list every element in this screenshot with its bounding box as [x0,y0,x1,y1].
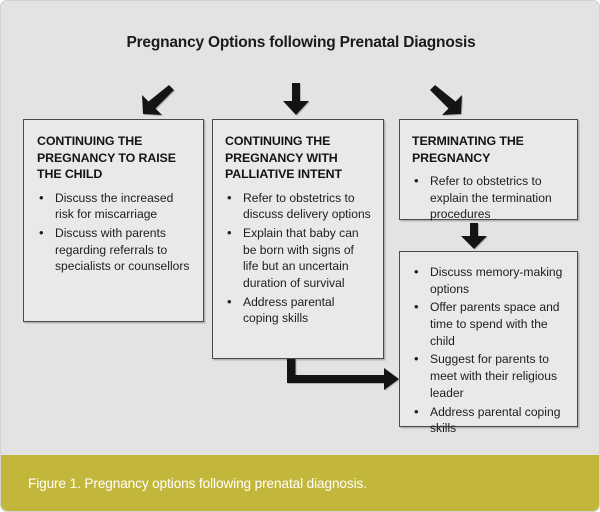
figure-caption-text: Figure 1. Pregnancy options following pr… [28,475,367,491]
list-item: Discuss memory-making options [412,263,566,297]
list-item: Explain that baby can be born with signs… [225,224,371,292]
arrow-down-left-icon [142,85,174,115]
box-heading: CONTINUING THE PREGNANCY WITH PALLIATIVE… [225,134,342,181]
bullet-list: Refer to obstetrics to explain the termi… [412,172,566,223]
box-continuing-pregnancy-with-palliative-intent: CONTINUING THE PREGNANCY WITH PALLIATIVE… [212,119,384,359]
list-item: Offer parents space and time to spend wi… [412,298,566,349]
arrow-down-right-icon [430,85,462,115]
list-item: Refer to obstetrics to explain the termi… [412,172,566,223]
bullet-list: Discuss the increased risk for miscarria… [37,188,190,275]
box-continuing-pregnancy-to-raise-child: CONTINUING THE PREGNANCY TO RAISE THE CH… [23,119,204,322]
bullet-list: Discuss memory-making options Offer pare… [412,263,566,437]
list-item: Discuss the increased risk for miscarria… [37,188,190,223]
list-item: Address parental coping skills [225,293,371,327]
bullet-list: Refer to obstetrics to discuss delivery … [225,188,371,328]
box-terminating-pregnancy: TERMINATING THE PREGNANCY Refer to obste… [399,119,578,223]
figure-title: Pregnancy Options following Prenatal Dia… [126,34,476,51]
list-item: Address parental coping skills [412,402,566,437]
box-heading: TERMINATING THE PREGNANCY [412,134,524,165]
arrow-elbow-right-icon [287,359,399,390]
arrow-down-icon [461,223,487,249]
box-heading: CONTINUING THE PREGNANCY TO RAISE THE CH… [37,134,176,181]
list-item: Discuss with parents regarding referrals… [37,224,190,275]
figure-caption-bar: Figure 1. Pregnancy options following pr… [1,455,599,511]
arrow-down-icon [283,83,309,115]
list-item: Suggest for parents to meet with their r… [412,350,566,401]
list-item: Refer to obstetrics to discuss delivery … [225,188,371,223]
box-terminating-pregnancy-followup: Discuss memory-making options Offer pare… [399,251,578,435]
